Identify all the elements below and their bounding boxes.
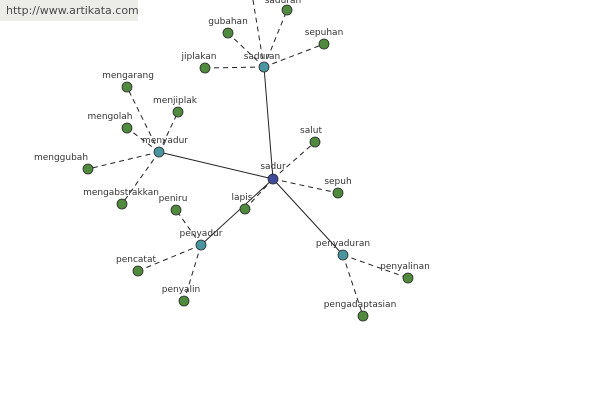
node-label-sepuh: sepuh	[324, 177, 351, 187]
graph-labels: sadur saduran menyadur penyadur penyaduran gu…	[34, 0, 430, 310]
node-label-penyadur: penyadur	[180, 229, 223, 239]
leaf-node-mengabstrakkan[interactable]	[116, 198, 128, 210]
hub-node-menyadur[interactable]	[153, 146, 165, 158]
leaf-node-sepuhan[interactable]	[318, 38, 330, 50]
node-label-clipped-top: saduran	[265, 0, 302, 6]
leaf-node-pengadaptasian[interactable]	[357, 310, 369, 322]
edge-menyadur-menggubah	[87, 151, 160, 170]
node-label-penyalin: penyalin	[162, 285, 201, 295]
node-label-mengolah: mengolah	[88, 112, 133, 122]
leaf-node-pencatat[interactable]	[132, 265, 144, 277]
edge-penyadur-penyalin	[183, 244, 202, 302]
edge-saduran-jiplakan	[204, 66, 265, 69]
hub-node-saduran[interactable]	[258, 61, 270, 73]
watermark-url: http://www.artikata.com	[0, 0, 139, 21]
hub-node-penyadur[interactable]	[195, 239, 207, 251]
node-label-gubahan: gubahan	[208, 17, 248, 27]
edge-sadur-saduran	[263, 66, 274, 180]
node-label-mengarang: mengarang	[102, 71, 154, 81]
edge-saduran-sepuhan	[263, 43, 325, 68]
edge-penyadur-pencatat	[137, 244, 202, 272]
node-label-jiplakan: jiplakan	[180, 52, 216, 62]
edge-sadur-lapis	[244, 178, 274, 210]
edge-penyaduran-penyalinan	[342, 254, 409, 279]
node-label-pencatat: pencatat	[116, 255, 156, 265]
edge-sadur-menyadur	[158, 151, 274, 180]
graph-nodes	[82, 4, 414, 322]
edge-sadur-salut	[272, 141, 316, 180]
leaf-node-penyalinan[interactable]	[402, 272, 414, 284]
leaf-node-sepuh[interactable]	[332, 187, 344, 199]
leaf-node-mengarang[interactable]	[121, 81, 133, 93]
graph-edges	[87, 0, 409, 317]
leaf-node-menjiplak[interactable]	[172, 106, 184, 118]
node-label-lapis: lapis	[232, 193, 253, 203]
edge-menyadur-mengarang	[126, 86, 160, 153]
edge-menyadur-mengabstrakkan	[121, 151, 160, 205]
node-label-saduran: saduran	[244, 52, 281, 62]
hub-node-penyaduran[interactable]	[337, 249, 349, 261]
leaf-node-jiplakan[interactable]	[199, 62, 211, 74]
node-label-penyalinan: penyalinan	[380, 262, 430, 272]
edge-menyadur-menjiplak	[158, 111, 179, 153]
node-label-peniru: peniru	[159, 194, 188, 204]
node-label-sepuhan: sepuhan	[305, 28, 344, 38]
edge-sadur-penyaduran	[272, 178, 344, 256]
root-node-sadur[interactable]	[267, 173, 279, 185]
edge-sadur-penyadur	[200, 178, 274, 246]
leaf-node-menggubah[interactable]	[82, 163, 94, 175]
leaf-node-mengolah[interactable]	[121, 122, 133, 134]
node-label-menggubah: menggubah	[34, 153, 88, 163]
edge-saduran-top1	[263, 9, 288, 68]
leaf-node-salut[interactable]	[309, 136, 321, 148]
leaf-node-clipped-top[interactable]	[281, 4, 293, 16]
node-label-menjiplak: menjiplak	[153, 96, 198, 106]
node-label-penyaduran: penyaduran	[316, 239, 370, 249]
leaf-node-gubahan[interactable]	[222, 27, 234, 39]
node-label-sadur: sadur	[260, 162, 286, 172]
leaf-node-lapis[interactable]	[239, 203, 251, 215]
edge-sadur-sepuh	[272, 178, 339, 194]
node-label-salut: salut	[300, 126, 322, 136]
edge-menyadur-mengolah	[126, 127, 160, 153]
node-label-pengadaptasian: pengadaptasian	[324, 300, 397, 310]
edge-penyaduran-pengadaptasian	[342, 254, 364, 317]
node-label-mengabstrakkan: mengabstrakkan	[83, 188, 159, 198]
leaf-node-peniru[interactable]	[170, 204, 182, 216]
node-label-menyadur: menyadur	[142, 136, 188, 146]
edge-penyadur-peniru	[175, 209, 202, 246]
leaf-node-penyalin[interactable]	[178, 295, 190, 307]
